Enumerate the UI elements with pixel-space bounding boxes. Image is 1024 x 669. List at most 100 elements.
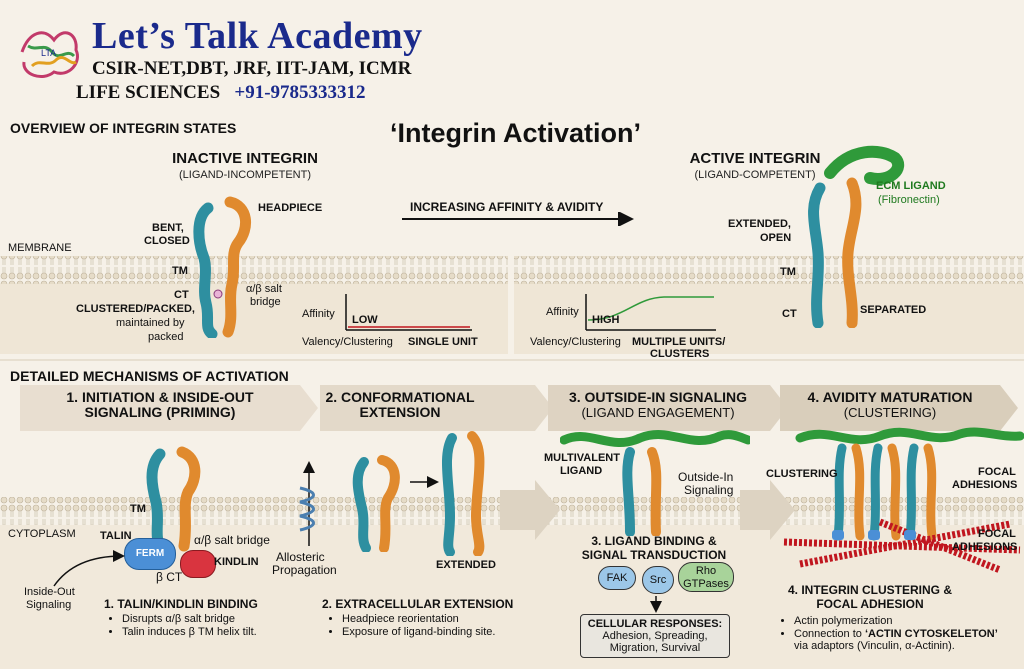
step1-title: 1. INITIATION & INSIDE-OUT SIGNALING (PR… — [40, 390, 280, 420]
talin-label: TALIN — [100, 530, 132, 542]
step3-subtitle: 3. LIGAND BINDING & SIGNAL TRANSDUCTION — [574, 534, 734, 562]
outside-in-signaling-label: Signaling — [684, 483, 734, 497]
active-ct-label: CT — [782, 308, 797, 320]
actin-filament — [799, 520, 1011, 568]
page-title: ‘Integrin Activation’ — [390, 118, 642, 148]
focal-label-top: FOCAL — [978, 466, 1016, 478]
step4-bullet-connection: Connection to ‘ACTIN CYTOSKELETON’via ad… — [794, 628, 1024, 652]
affinity-arrow-label: INCREASING AFFINITY & AVIDITY — [410, 200, 604, 214]
active-beta-subunit — [842, 177, 862, 328]
step2-transition-arrow — [410, 476, 439, 488]
open-label: OPEN — [760, 232, 792, 244]
bridge-label: bridge — [250, 296, 281, 308]
focal-label-bottom: FOCAL — [978, 528, 1016, 540]
step4-ligand — [795, 427, 1024, 445]
overview-section-title: OVERVIEW OF INTEGRIN STATES — [10, 120, 237, 136]
kindlin-shape — [180, 550, 216, 578]
step1-bullets: Disrupts α/β salt bridge Talin induces β… — [108, 612, 257, 639]
step3-integrins — [622, 447, 662, 536]
active-integrin-subtitle: (LIGAND-COMPETENT) — [694, 169, 816, 181]
cellular-responses-box: CELLULAR RESPONSES: Adhesion, Spreading,… — [580, 614, 730, 658]
step4-subtitle-line2: FOCAL ADHESION — [816, 597, 924, 611]
inactive-affinity-axis: Affinity — [302, 308, 335, 320]
inactive-unit-label: SINGLE UNIT — [408, 336, 478, 348]
inside-out-arrow — [53, 550, 125, 587]
step4-bullets: Actin polymerization Connection to ‘ACTI… — [780, 614, 1024, 653]
allosteric-label: Allosteric — [276, 550, 325, 564]
separated-label: SEPARATED — [860, 304, 927, 316]
inactive-integrin-title: INACTIVE INTEGRIN — [172, 150, 318, 167]
active-affinity-axis: Affinity — [546, 306, 579, 318]
beta-ct-label: β CT — [156, 570, 183, 584]
step1-bullet: Talin induces β TM helix tilt. — [122, 626, 257, 638]
step2-title-line1: 2. CONFORMATIONAL — [325, 389, 475, 405]
inactive-integrin-structure — [193, 196, 251, 338]
step3-response-arrow — [650, 596, 662, 613]
responses-title: CELLULAR RESPONSES: — [587, 618, 723, 630]
responses-line2: Migration, Survival — [609, 642, 701, 654]
academy-subject-line: LIFE SCIENCES +91-9785333312 — [76, 82, 366, 104]
ferm-domain: FERM — [124, 538, 176, 570]
inside-out-signaling-label: Signaling — [26, 599, 72, 611]
actin-filament — [783, 538, 1021, 554]
bullet2-suffix: via adaptors (Vinculin, α-Actinin). — [794, 640, 955, 652]
kindlin-label: KINDLIN — [214, 556, 259, 568]
academy-subject: LIFE SCIENCES — [76, 82, 221, 103]
step2-bullet: Exposure of ligand-binding site. — [342, 626, 495, 638]
active-alpha-subunit — [808, 182, 826, 328]
step4-title-line1: 4. AVIDITY MATURATION — [807, 389, 973, 405]
step4-subtitle: 4. INTEGRIN CLUSTERING & FOCAL ADHESION — [780, 583, 960, 611]
multivalent-label: MULTIVALENT — [544, 452, 620, 464]
headpiece-label: HEADPIECE — [258, 202, 323, 214]
step1-title-line2: SIGNALING (PRIMING) — [84, 404, 236, 420]
step4-title: 4. AVIDITY MATURATION (CLUSTERING) — [790, 389, 990, 421]
active-affinity-graph — [585, 294, 716, 331]
clustered-label: CLUSTERED/PACKED, — [76, 303, 195, 315]
maintained-label: maintained by — [116, 317, 185, 329]
academy-phone: +91-9785333312 — [234, 82, 366, 103]
outside-in-label: Outside-In — [678, 470, 734, 484]
step1-integrin-structure — [146, 446, 201, 552]
step1-title-line1: 1. INITIATION & INSIDE-OUT — [66, 389, 254, 405]
step2-bullets: Headpiece reorientation Exposure of liga… — [328, 612, 495, 639]
alpha-subunit — [193, 202, 218, 338]
step3-ligand-label: LIGAND — [560, 465, 603, 477]
allosteric-helix — [299, 461, 315, 546]
step4-title-line2: (CLUSTERING) — [843, 405, 937, 420]
step2-title-line2: EXTENSION — [359, 404, 441, 420]
inactive-ct-label: CT — [174, 289, 189, 301]
beta-subunit — [222, 196, 251, 338]
step2-extended-integrin — [441, 431, 485, 556]
rho-gtpases-node: Rho GTPases — [678, 562, 734, 592]
affinity-arrow — [402, 212, 634, 226]
step1-subtitle: 1. TALIN/KINDLIN BINDING — [104, 597, 258, 611]
mechanisms-section-title: DETAILED MECHANISMS OF ACTIVATION — [10, 368, 289, 384]
fak-node: FAK — [598, 566, 636, 590]
step3-title-line2: (LIGAND ENGAGEMENT) — [581, 405, 735, 420]
salt-bridge-dot — [213, 289, 223, 299]
inactive-affinity-level: LOW — [352, 314, 378, 326]
step3-ligand-network — [560, 430, 750, 447]
academy-exams: CSIR-NET,DBT, JRF, IIT-JAM, ICMR — [92, 58, 412, 79]
responses-line1: Adhesion, Spreading, — [602, 630, 708, 642]
salt-bridge-label: α/β salt — [246, 283, 282, 295]
active-affinity-level: HIGH — [592, 314, 620, 326]
step3-subtitle-line1: 3. LIGAND BINDING & — [591, 534, 717, 548]
inside-out-label: Inside-Out — [24, 586, 75, 598]
inactive-valency-axis: Valency/Clustering — [302, 336, 393, 348]
ecm-ligand-label: ECM LIGAND — [876, 180, 946, 192]
rho-label: Rho — [695, 565, 717, 577]
closed-label: CLOSED — [144, 235, 190, 247]
ecm-ligand-shape — [824, 145, 905, 185]
membrane-label: MEMBRANE — [8, 242, 72, 254]
extended-label: EXTENDED, — [728, 218, 791, 230]
step3-subtitle-line2: SIGNAL TRANSDUCTION — [581, 548, 727, 562]
protein-logo-icon: LTA — [20, 31, 79, 78]
inactive-affinity-graph — [345, 294, 472, 331]
logo-text: LTA — [41, 48, 56, 58]
src-node: Src — [642, 566, 674, 594]
cytoplasm-label: CYTOPLASM — [8, 528, 76, 540]
step2-subtitle: 2. EXTRACELLULAR EXTENSION — [322, 597, 514, 611]
packed-label: packed — [148, 331, 184, 343]
